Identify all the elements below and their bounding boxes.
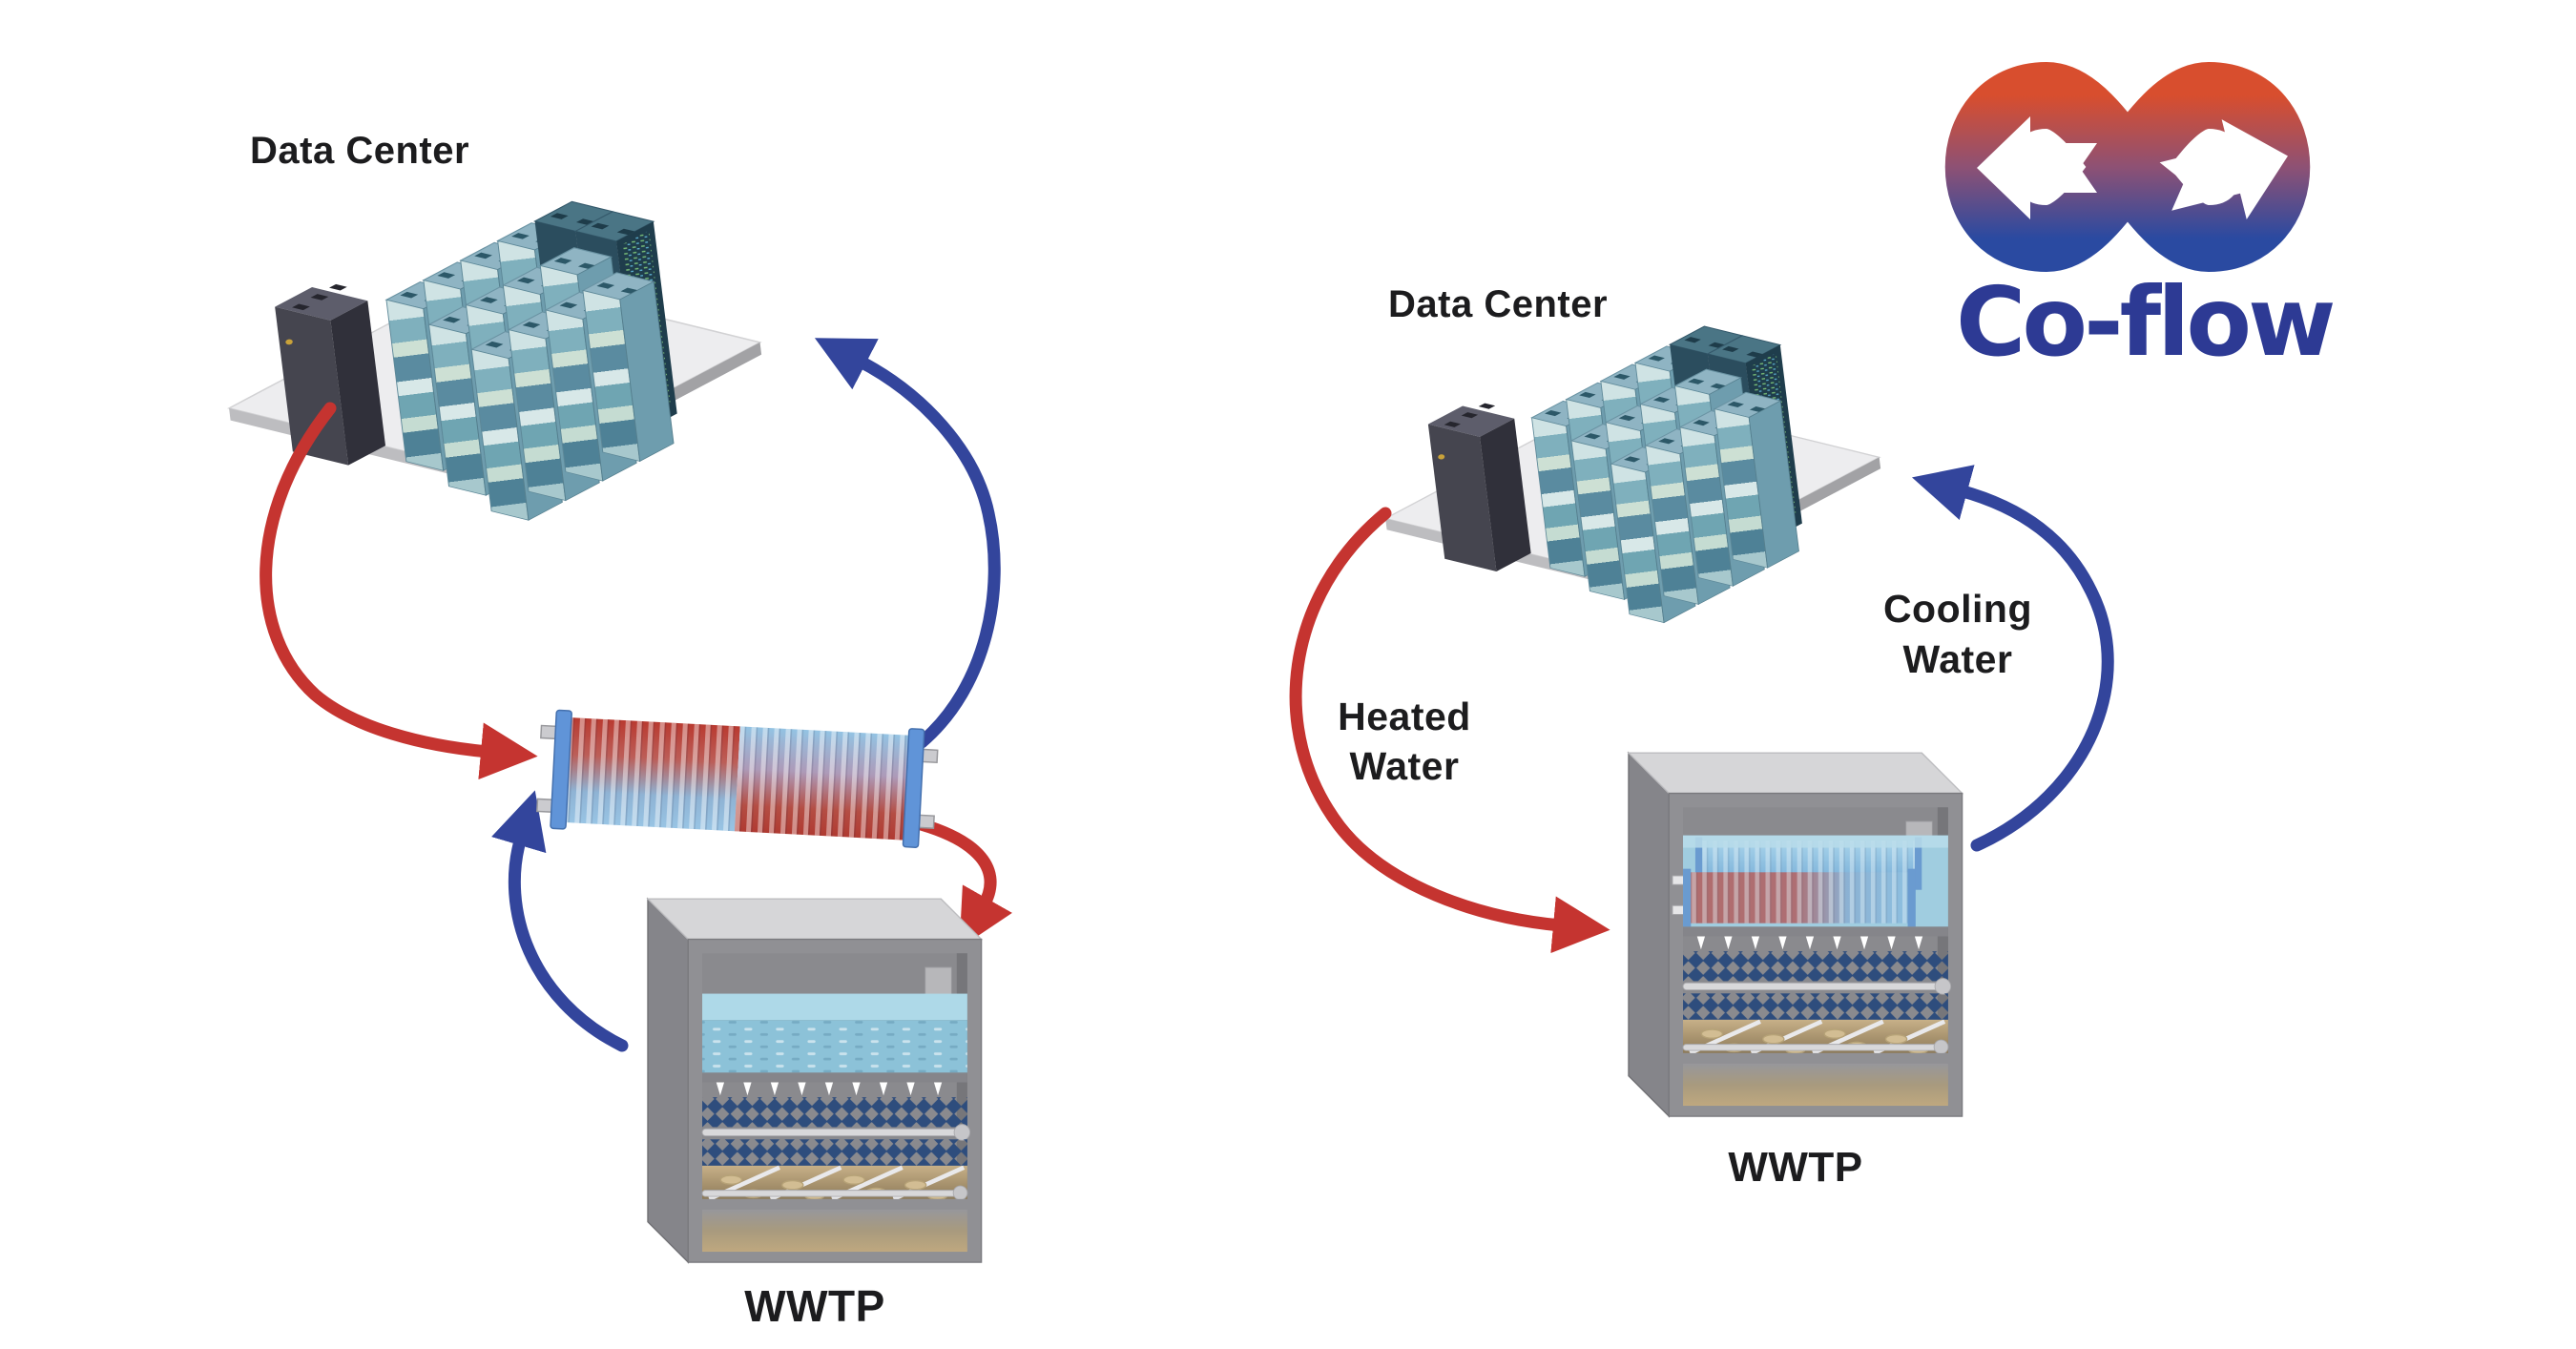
right-wwtp-label: WWTP [1728,1144,1862,1191]
right-datacenter-illustration [1367,307,1897,655]
right-wwtp-illustration [1628,752,1963,1117]
infinity-arrows-icon [1944,62,2311,272]
arrow-exchanger-to-wwtp [907,816,1012,949]
right-diagram: Data Center Heated Water Cooling Water [1289,283,2114,1191]
arrow-dc-to-exchanger [260,402,538,780]
arrow-cooling-water [1912,465,2114,852]
water-glaze [1683,835,1948,927]
arrow-exchanger-to-dc [814,338,1001,749]
water-surface [702,993,967,1021]
left-datacenter-illustration [209,180,778,554]
heated-water-label: Heated Water [1338,695,1471,788]
cooling-water-line1: Cooling [1883,587,2032,631]
arrow-heated-water [1289,507,1610,954]
left-wwtp-illustration [647,898,983,1263]
heated-water-line1: Heated [1338,695,1471,738]
left-wwtp-label: WWTP [744,1281,885,1331]
heated-water-line2: Water [1350,744,1460,788]
left-data-center-label: Data Center [250,130,469,172]
cooling-water-line2: Water [1903,637,2013,681]
logo-wordmark: Co-flow [1956,266,2333,378]
logo-left-arrow-icon [1977,116,2097,219]
heat-exchanger-illustration [535,708,940,849]
coflow-logo: Co-flow [1944,62,2337,378]
left-diagram: Data Center WWTP [209,130,1012,1331]
arrow-wwtp-to-exchanger [491,790,629,1052]
cooling-water-label: Cooling Water [1883,587,2032,681]
logo-right-arrow-icon [2159,119,2288,219]
water-surface [1683,835,1948,848]
right-data-center-label: Data Center [1388,283,1608,325]
immersed-heat-exchanger-front [1672,868,1916,927]
